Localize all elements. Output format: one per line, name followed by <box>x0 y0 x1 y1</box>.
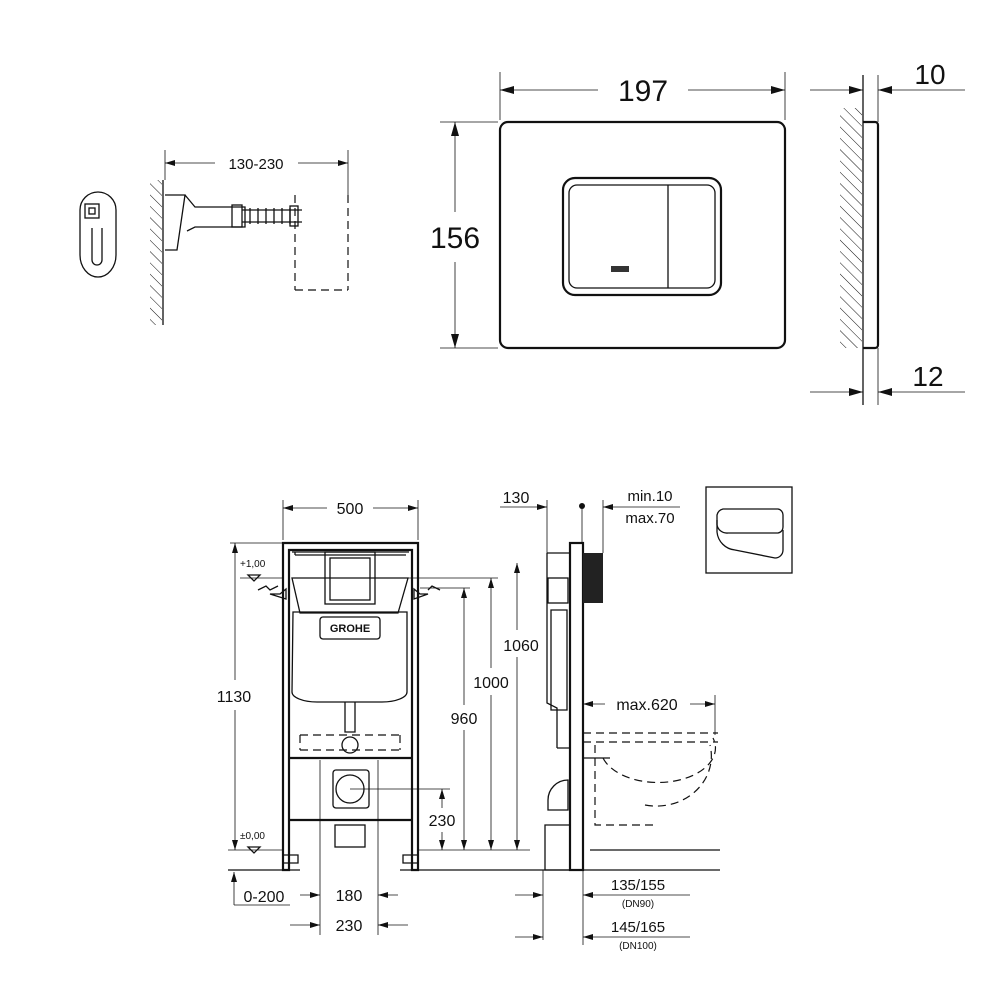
frame-width-label: 500 <box>337 501 364 518</box>
wall-hatch <box>150 180 162 325</box>
plate-height-label: 156 <box>430 222 480 255</box>
grohe-logo-text: GROHE <box>330 623 370 635</box>
wall-min-label: min.10 <box>627 488 672 505</box>
outlet-height-label: 230 <box>429 813 456 830</box>
frame-front-view: GROHE +1,00 ±0,00 500 1130 <box>217 500 720 935</box>
plate-width-label: 197 <box>618 75 668 108</box>
flush-plate-front: 197 156 <box>430 72 787 350</box>
grohe-logo-small <box>611 266 629 272</box>
depth-bottom-label: 12 <box>912 361 943 392</box>
bowl-max-label: max.620 <box>616 697 677 714</box>
frame-side-view: 130 min.10 max.70 max.620 135/155 (DN90)… <box>500 488 720 952</box>
total-height-label: 1130 <box>217 689 252 706</box>
dn100-label: (DN100) <box>619 941 657 952</box>
leg-extension-label: 0-200 <box>244 889 285 906</box>
wall-bracket-detail: 130-230 <box>79 150 349 325</box>
bolt-spacing-outer-label: 230 <box>336 918 363 935</box>
dn90-value-label: 135/155 <box>611 877 665 894</box>
wall-hung-wc-icon <box>705 486 793 574</box>
wall-max-label: max.70 <box>625 510 674 527</box>
bracket-range-label: 130-230 <box>228 156 283 173</box>
depth-label: 130 <box>503 490 530 507</box>
depth-top-label: 10 <box>914 59 945 90</box>
level-plus-label: +1,00 <box>240 559 266 570</box>
bolt-spacing-inner-label: 180 <box>336 888 363 905</box>
flush-button-frame <box>561 176 723 297</box>
key-ring-icon <box>79 191 117 278</box>
dn90-label: (DN90) <box>622 899 654 910</box>
height-1060-front-label: 1060 <box>503 638 539 655</box>
height-960-label: 960 <box>451 711 478 728</box>
flush-plate-profile: 10 12 <box>810 59 965 405</box>
height-1000-label: 1000 <box>473 675 509 692</box>
grohe-logo <box>319 616 381 640</box>
wall-hatch <box>840 108 862 348</box>
flush-plate <box>498 120 787 350</box>
wall-profile-block <box>583 553 603 603</box>
level-zero-label: ±0,00 <box>240 831 265 842</box>
dn100-value-label: 145/165 <box>611 919 665 936</box>
